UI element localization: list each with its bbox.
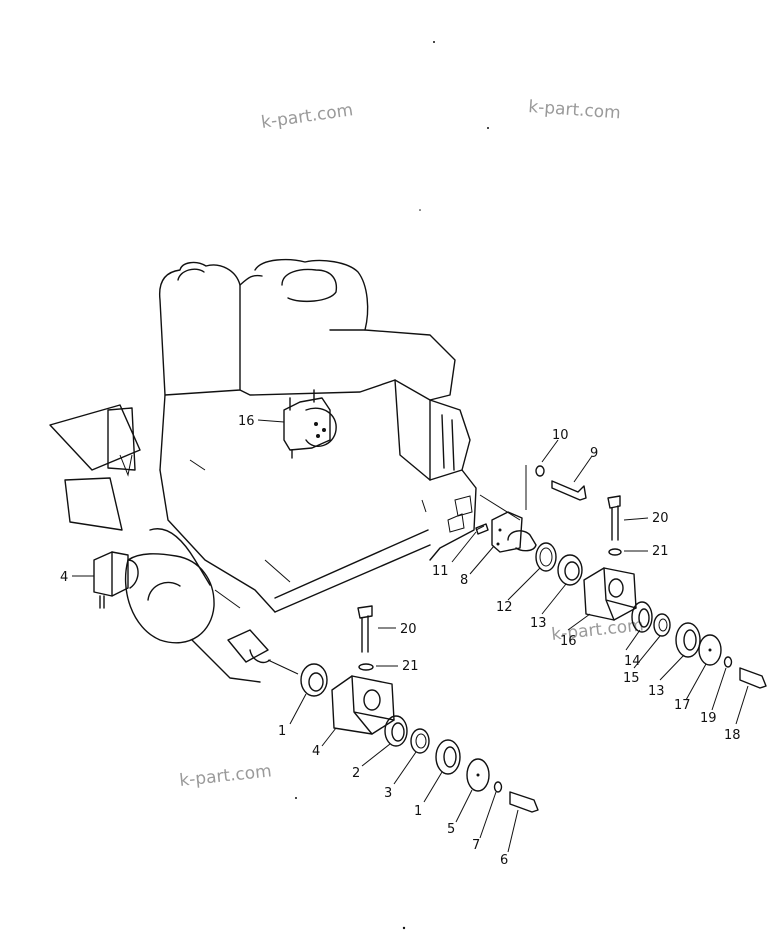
callout-10: 10	[552, 428, 569, 443]
callout-18: 18	[724, 728, 741, 743]
callout-7: 7	[472, 838, 480, 853]
right-exploded-parts	[475, 465, 767, 689]
callout-15: 15	[623, 671, 640, 686]
callout-1-lower-first: 1	[278, 724, 286, 739]
callout-21-lower: 21	[402, 659, 419, 674]
scan-specks	[295, 41, 489, 930]
callout-13-right-second: 13	[648, 684, 665, 699]
callout-4-lower: 4	[312, 744, 320, 759]
callout-21-right: 21	[652, 544, 669, 559]
callout-16-upper: 16	[238, 414, 255, 429]
leader-lines	[72, 419, 749, 853]
callout-17: 17	[674, 698, 691, 713]
lower-exploded-parts	[267, 605, 539, 813]
callout-13-right-first: 13	[530, 616, 547, 631]
callout-1-lower-second: 1	[414, 804, 422, 819]
watermark-bottom-left: k-part.com	[178, 761, 272, 791]
callout-11: 11	[432, 564, 449, 579]
callout-20-lower: 20	[400, 622, 417, 637]
callout-20-right: 20	[652, 511, 669, 526]
callout-5: 5	[447, 822, 455, 837]
callout-2: 2	[352, 766, 360, 781]
callout-19: 19	[700, 711, 717, 726]
engine-block	[49, 258, 477, 683]
callout-9: 9	[590, 446, 598, 461]
left-pump-bracket	[93, 551, 139, 609]
callout-3: 3	[384, 786, 392, 801]
callout-8: 8	[460, 573, 468, 588]
callout-14: 14	[624, 654, 641, 669]
callout-12: 12	[496, 600, 513, 615]
watermark-top-right: k-part.com	[528, 97, 622, 123]
callout-4-left: 4	[60, 570, 68, 585]
upper-pump-assembly	[283, 389, 337, 459]
callout-6: 6	[500, 853, 508, 868]
callout-16-right: 16	[560, 634, 577, 649]
callout-numbers: 16 4 10 9 20 21 11 8 12 13 16 14 15 13 1…	[60, 414, 741, 868]
watermark-top-left: k-part.com	[260, 100, 354, 133]
watermarks: k-part.com k-part.com k-part.com k-part.…	[178, 97, 644, 791]
